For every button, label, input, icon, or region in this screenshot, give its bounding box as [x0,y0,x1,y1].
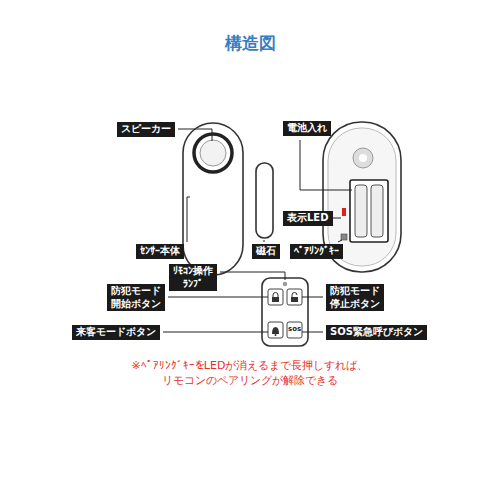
note-text: リモコンのペアリングが解除できる [0,373,500,388]
diagram-title: 構造図 [0,32,500,55]
callout-label: 防犯モード 停止ボタン [326,284,384,311]
label-text: 表示LED [287,212,329,223]
label-text: 防犯モード 停止ボタン [330,285,380,309]
callout-label: スピーカー [117,122,175,137]
note-text: ※ﾍﾟｱﾘﾝｸﾞｷｰをLEDが消えるまで長押しすれば、 [0,358,500,373]
callout-label: SOS緊急呼びボタン [326,325,427,340]
callout-label: 来客モードボタン [72,325,160,340]
label-text: スピーカー [121,123,171,134]
label-text: ｾﾝｻｰ本体 [140,245,180,256]
label-text: 防犯モード 開始ボタン [111,285,161,309]
label-text: 磁石 [256,245,276,256]
callout-label: 磁石 [252,244,280,259]
callout-label: ﾍﾟｱﾘﾝｸﾞｷｰ [290,244,343,259]
callout-label: 表示LED [283,211,333,226]
label-text: 来客モードボタン [76,326,156,337]
label-text: SOS緊急呼びボタン [330,326,423,337]
callout-label: 防犯モード 開始ボタン [107,284,165,311]
label-text: ﾘﾓｺﾝ操作 ﾗﾝﾌﾟ [173,265,213,289]
button-label: sos [288,325,301,333]
label-text: 電池入れ [287,122,327,133]
callout-label: ﾘﾓｺﾝ操作 ﾗﾝﾌﾟ [169,264,217,291]
label-text: ﾍﾟｱﾘﾝｸﾞｷｰ [294,245,339,256]
callout-label: ｾﾝｻｰ本体 [136,244,184,259]
callout-label: 電池入れ [283,121,331,136]
